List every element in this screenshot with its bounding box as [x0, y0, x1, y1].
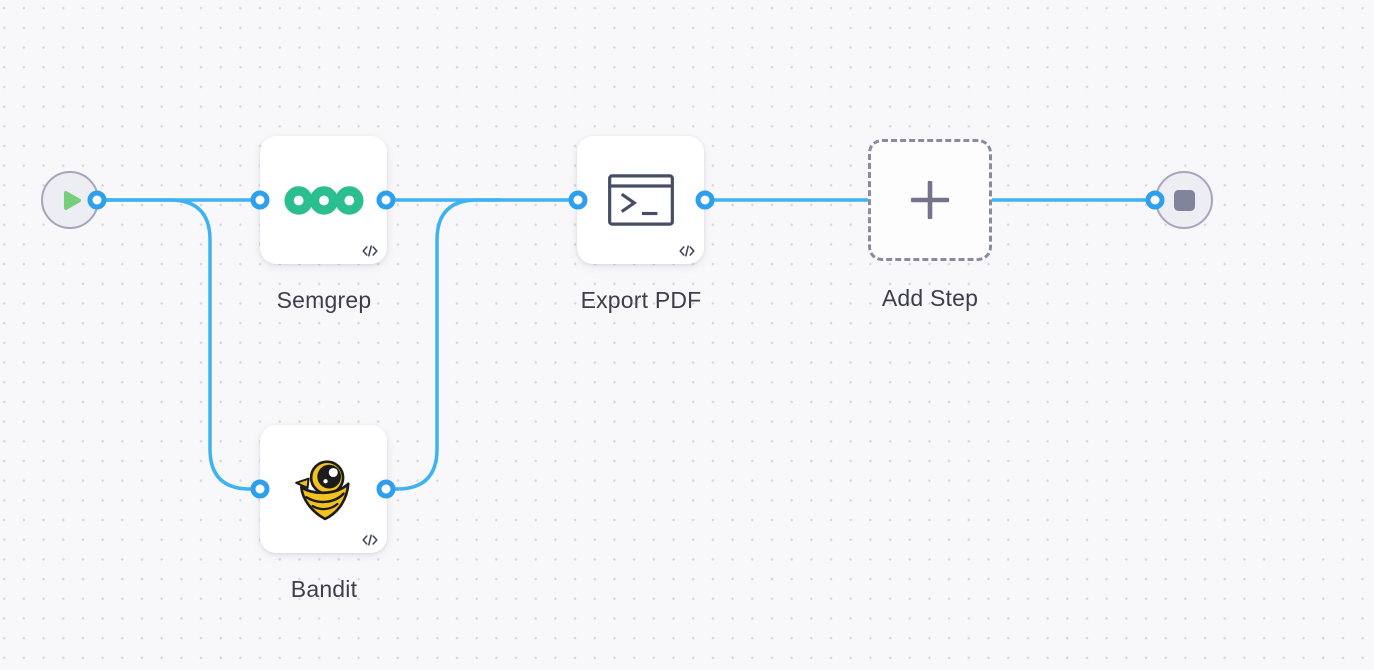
end-node[interactable] [1155, 171, 1213, 229]
bandit-mascot-logo [294, 460, 350, 521]
node-export-pdf[interactable] [577, 136, 704, 264]
node-semgrep[interactable] [260, 136, 387, 264]
add-step-button[interactable] [868, 139, 992, 261]
plus-icon [911, 181, 949, 219]
edge-bandit-to-exportpdf[interactable] [386, 198, 500, 491]
code-icon [362, 534, 378, 546]
node-label-semgrep: Semgrep [276, 287, 372, 313]
node-bandit[interactable] [260, 425, 387, 553]
edge-start-to-bandit[interactable] [97, 198, 260, 491]
node-label-add-step: Add Step [881, 285, 979, 311]
terminal-icon [607, 174, 674, 226]
stop-icon [1173, 189, 1195, 211]
start-node[interactable] [41, 171, 99, 229]
code-icon [362, 245, 378, 257]
code-icon [679, 245, 695, 257]
node-label-bandit: Bandit [290, 576, 358, 602]
play-icon [63, 190, 81, 210]
node-label-export-pdf: Export PDF [580, 287, 702, 313]
semgrep-rings-logo [283, 185, 364, 215]
